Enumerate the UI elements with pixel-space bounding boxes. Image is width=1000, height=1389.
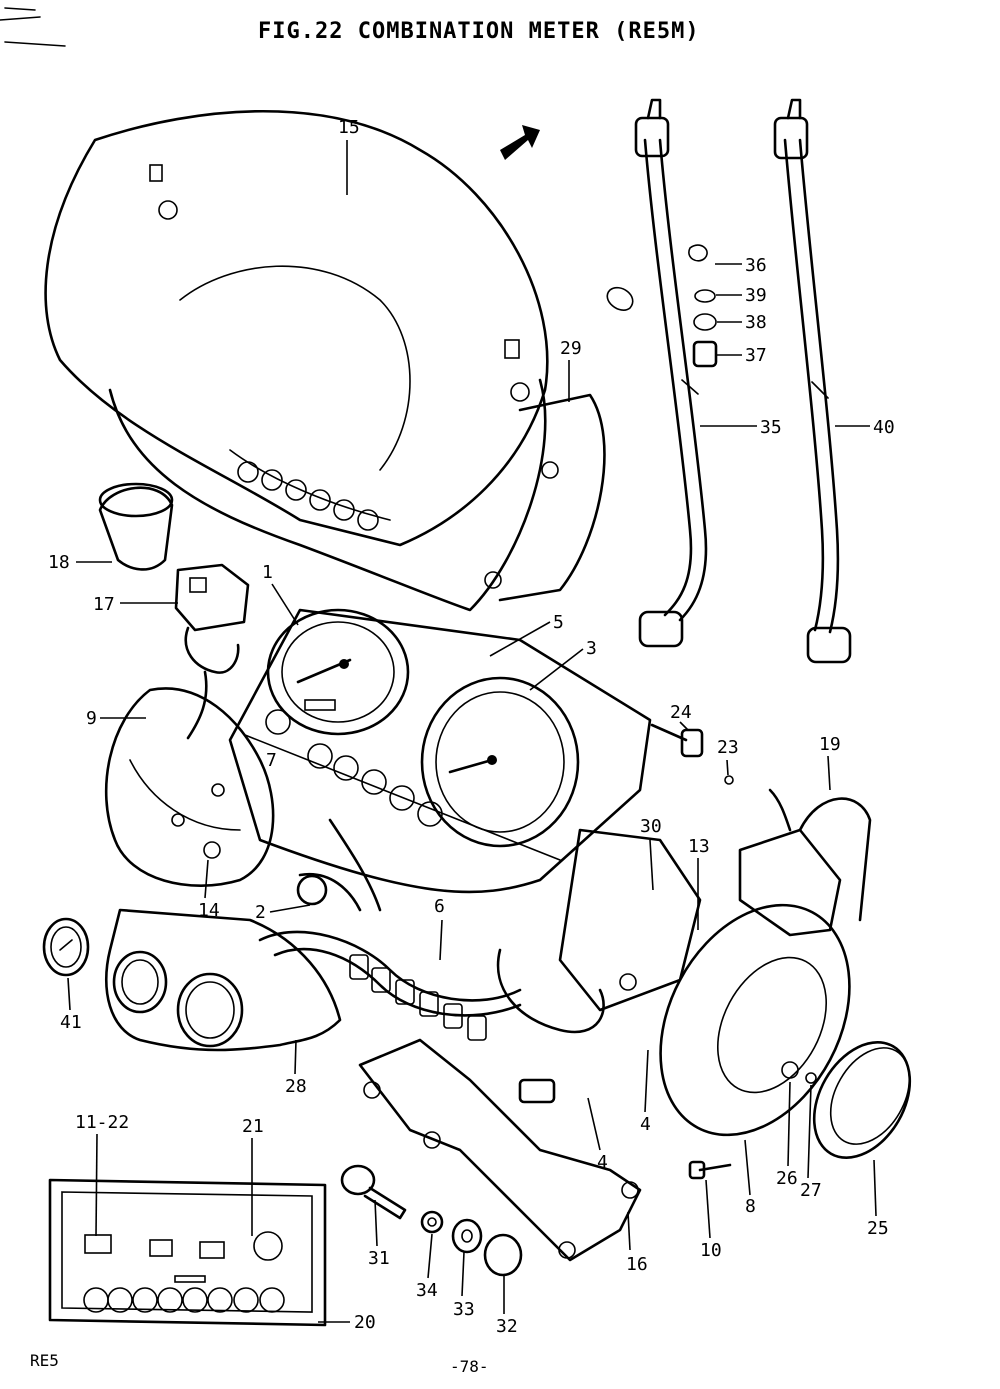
- connector-17: [174, 563, 250, 740]
- callout-1: 1: [262, 562, 273, 583]
- callout-11-22: 11-22: [75, 1112, 129, 1133]
- meter-case-15: [44, 110, 606, 612]
- callout-13: 13: [688, 836, 710, 857]
- callout-18: 18: [48, 552, 70, 573]
- bulb-sockets-row: [265, 709, 443, 827]
- callout-19: 19: [819, 734, 841, 755]
- callout-31: 31: [368, 1248, 390, 1269]
- case-indicator-windows: [237, 461, 379, 531]
- corner-smudge: [0, 7, 66, 47]
- bolt-31: [340, 1164, 407, 1220]
- callout-2: 2: [255, 902, 266, 923]
- callout-27: 27: [800, 1180, 822, 1201]
- callout-4: 4: [597, 1152, 608, 1173]
- nut-34: [420, 1210, 444, 1234]
- callout-9: 9: [86, 708, 97, 729]
- callout-5: 5: [553, 612, 564, 633]
- callout-28: 28: [285, 1076, 307, 1097]
- boot-18: [98, 482, 174, 571]
- callout-26: 26: [776, 1168, 798, 1189]
- small-gauge-41: [42, 917, 90, 977]
- callout-23: 23: [717, 737, 739, 758]
- cap-25: [812, 1041, 912, 1159]
- page-number: -78-: [450, 1357, 489, 1376]
- callout-35: 35: [760, 417, 782, 438]
- callout-21: 21: [242, 1116, 264, 1137]
- washer-33: [451, 1218, 483, 1254]
- callout-4-upper: 4: [640, 1114, 651, 1135]
- callout-37: 37: [745, 345, 767, 366]
- wiring-harness-4: [258, 818, 605, 1104]
- bolt-10: [688, 1160, 732, 1180]
- figure-title: FIG.22 COMBINATION METER (RE5M): [258, 19, 700, 44]
- callout-33: 33: [453, 1299, 475, 1320]
- callout-6: 6: [434, 896, 445, 917]
- footer-code: RE5: [30, 1351, 59, 1370]
- panel-28: [104, 908, 342, 1052]
- callout-39: 39: [745, 285, 767, 306]
- callout-10: 10: [700, 1240, 722, 1261]
- cable-40: [773, 98, 852, 664]
- cable-35: [634, 98, 708, 648]
- tachometer-gauge-1: [266, 608, 410, 736]
- grommet-32: [483, 1233, 523, 1277]
- screw-24: [650, 723, 704, 758]
- sensor-unit-19: [738, 788, 872, 937]
- speedometer-gauge-3: [420, 676, 580, 848]
- callout-29: 29: [560, 338, 582, 359]
- small-hardware-36-39: [606, 244, 718, 368]
- housing-disc-8: [659, 903, 851, 1137]
- callout-34: 34: [416, 1280, 438, 1301]
- callout-24: 24: [670, 702, 692, 723]
- meter-board: [228, 608, 652, 894]
- callout-40: 40: [873, 417, 895, 438]
- callout-20: 20: [354, 1312, 376, 1333]
- callout-3: 3: [586, 638, 597, 659]
- callout-30: 30: [640, 816, 662, 837]
- callout-32: 32: [496, 1316, 518, 1337]
- arrow-icon: [500, 125, 540, 160]
- socket-cluster-6: [296, 874, 487, 1041]
- callout-8: 8: [745, 1196, 756, 1217]
- callout-36: 36: [745, 255, 767, 276]
- printed-circuit-20: [48, 1178, 327, 1327]
- callout-41: 41: [60, 1012, 82, 1033]
- callout-25: 25: [867, 1218, 889, 1239]
- callout-17: 17: [93, 594, 115, 615]
- callout-38: 38: [745, 312, 767, 333]
- callout-15: 15: [338, 117, 360, 138]
- bracket-16: [358, 1038, 642, 1262]
- callout-16: 16: [626, 1254, 648, 1275]
- callout-7: 7: [266, 750, 277, 771]
